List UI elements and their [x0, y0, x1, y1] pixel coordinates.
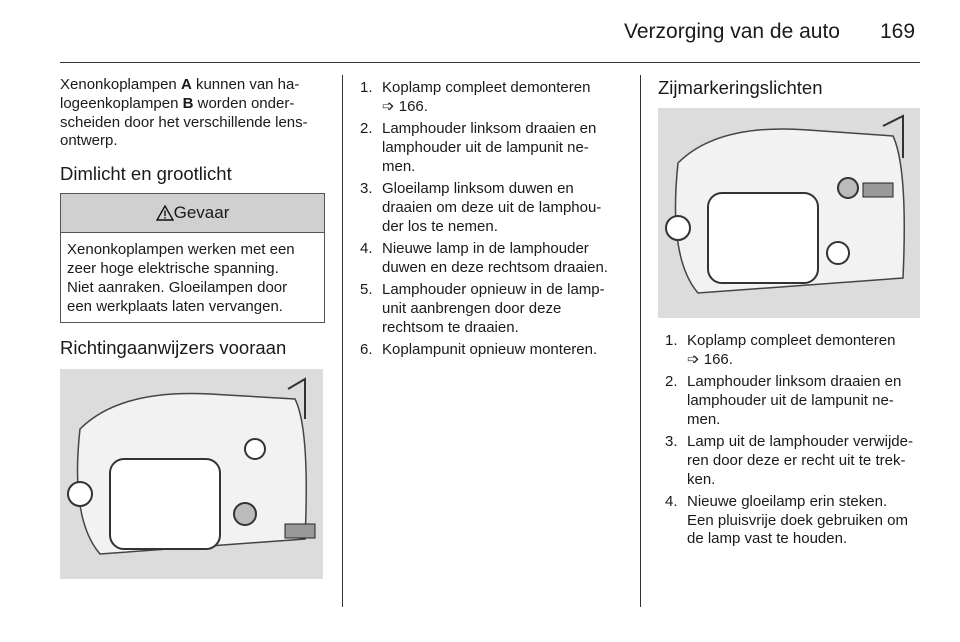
- step-number: 3.: [665, 432, 678, 450]
- heading-richtingaanwijzers: Richtingaanwijzers vooraan: [60, 337, 287, 359]
- step-line: lamphouder uit de lampunit ne-: [687, 391, 894, 409]
- step-text: Lamphouder opnieuw in de lamp-unit aanbr…: [382, 281, 605, 337]
- column-divider: [640, 75, 641, 607]
- middle-column-steps: 1. Koplamp compleet demonteren➩ 166. 2. Lam…: [360, 79, 630, 363]
- step-line: Lamphouder linksom draaien en: [382, 120, 597, 138]
- step-line: Gloeilamp linksom duwen en: [382, 179, 574, 197]
- step-line: Nieuwe gloeilamp erin steken.: [687, 492, 888, 510]
- warning-title: Gevaar: [173, 202, 230, 222]
- step-line: Koplampunit opnieuw monteren.: [382, 340, 598, 358]
- step-line: ➩ 166.: [382, 97, 428, 115]
- warning-triangle-icon: [155, 205, 174, 221]
- step-line: de lamp vast te houden.: [687, 530, 848, 548]
- step-text: Koplampunit opnieuw monteren.: [382, 341, 597, 360]
- step-text: Koplamp compleet demonteren➩ 166.: [687, 332, 895, 370]
- step-number: 1.: [665, 332, 678, 349]
- right-column-steps: 1. Koplamp compleet demonteren➩ 166. 2. Lam…: [658, 332, 928, 549]
- step-line: duwen en deze rechtsom draaien.: [382, 258, 608, 276]
- intro-paragraph: Xenonkoplampen A kunnen van ha-logeenkop…: [60, 76, 325, 151]
- step-line: Koplamp compleet demonteren: [687, 332, 896, 349]
- page-header-title: Verzorging van de auto: [624, 20, 840, 43]
- column-divider: [342, 75, 343, 607]
- step-line: men.: [687, 410, 721, 428]
- intro-line: Xenonkoplampen A kunnen van ha-: [60, 76, 300, 93]
- step-number: 5.: [360, 280, 373, 298]
- step-line: Koplamp compleet demonteren: [382, 79, 591, 96]
- step-line: Lamphouder opnieuw in de lamp-: [382, 280, 605, 298]
- step-line: ➩ 166.: [687, 350, 733, 368]
- intro-line: ontwerp.: [60, 132, 118, 150]
- left-column: Xenonkoplampen A kunnen van ha-logeenkop…: [60, 76, 325, 580]
- step-number: 3.: [360, 179, 373, 197]
- intro-line: scheiden door het verschillende lens-: [60, 113, 308, 131]
- step-line: Een pluisvrije doek gebruiken om: [687, 511, 908, 529]
- step-line: draaien om deze uit de lamphou-: [382, 198, 602, 216]
- step-line: Lamphouder linksom draaien en: [687, 373, 902, 391]
- figure-turn-signal-headlamp: [60, 369, 323, 580]
- warning-header: Gevaar: [61, 194, 324, 234]
- step-line: ken.: [687, 470, 716, 488]
- heading-zijmarkeringslichten: Zijmarkeringslichten: [658, 77, 823, 98]
- warning-line: een werkplaats laten vervangen.: [67, 297, 283, 315]
- step-line: der los te nemen.: [382, 217, 498, 235]
- warning-line: zeer hoge elektrische spanning.: [67, 259, 279, 277]
- figure-side-marker-headlamp: [658, 108, 920, 318]
- page-number: 169: [880, 20, 916, 43]
- step-number: 2.: [665, 373, 678, 391]
- step-item: 3. Lamp uit de lamphouder verwijde-ren do…: [665, 433, 928, 489]
- step-line: men.: [382, 157, 416, 175]
- step-number: 6.: [360, 340, 373, 358]
- step-line: rechtsom te draaien.: [382, 318, 519, 336]
- step-line: ren door deze er recht uit te trek-: [687, 451, 906, 469]
- step-text: Koplamp compleet demonteren➩ 166.: [382, 79, 590, 117]
- right-column: Zijmarkeringslichten 1. Koplamp compleet …: [658, 77, 928, 553]
- step-item: 1. Koplamp compleet demonteren➩ 166.: [665, 332, 928, 370]
- step-item: 4. Nieuwe gloeilamp erin steken.Een pluis…: [665, 493, 928, 549]
- step-item: 5. Lamphouder opnieuw in de lamp-unit aan…: [360, 281, 630, 337]
- heading-dimlicht: Dimlicht en grootlicht: [60, 163, 232, 185]
- step-line: Lamp uit de lamphouder verwijde-: [687, 432, 913, 450]
- step-number: 1.: [360, 79, 373, 96]
- step-line: Nieuwe lamp in de lamphouder: [382, 239, 589, 257]
- intro-line: logeenkoplampen B worden onder-: [60, 94, 295, 112]
- step-item: 1. Koplamp compleet demonteren➩ 166.: [360, 79, 630, 117]
- header-rule: [60, 62, 920, 63]
- step-line: lamphouder uit de lampunit ne-: [382, 138, 589, 156]
- step-line: unit aanbrengen door deze: [382, 299, 562, 317]
- step-text: Nieuwe gloeilamp erin steken.Een pluisvr…: [687, 493, 908, 549]
- step-number: 2.: [360, 120, 373, 138]
- step-number: 4.: [360, 239, 373, 257]
- step-text: Lamp uit de lamphouder verwijde-ren door…: [687, 433, 913, 489]
- warning-line: Xenonkoplampen werken met een: [67, 241, 295, 259]
- step-item: 6. Koplampunit opnieuw monteren.: [360, 341, 630, 360]
- warning-line: Niet aanraken. Gloeilampen door: [67, 278, 288, 296]
- step-number: 4.: [665, 492, 678, 510]
